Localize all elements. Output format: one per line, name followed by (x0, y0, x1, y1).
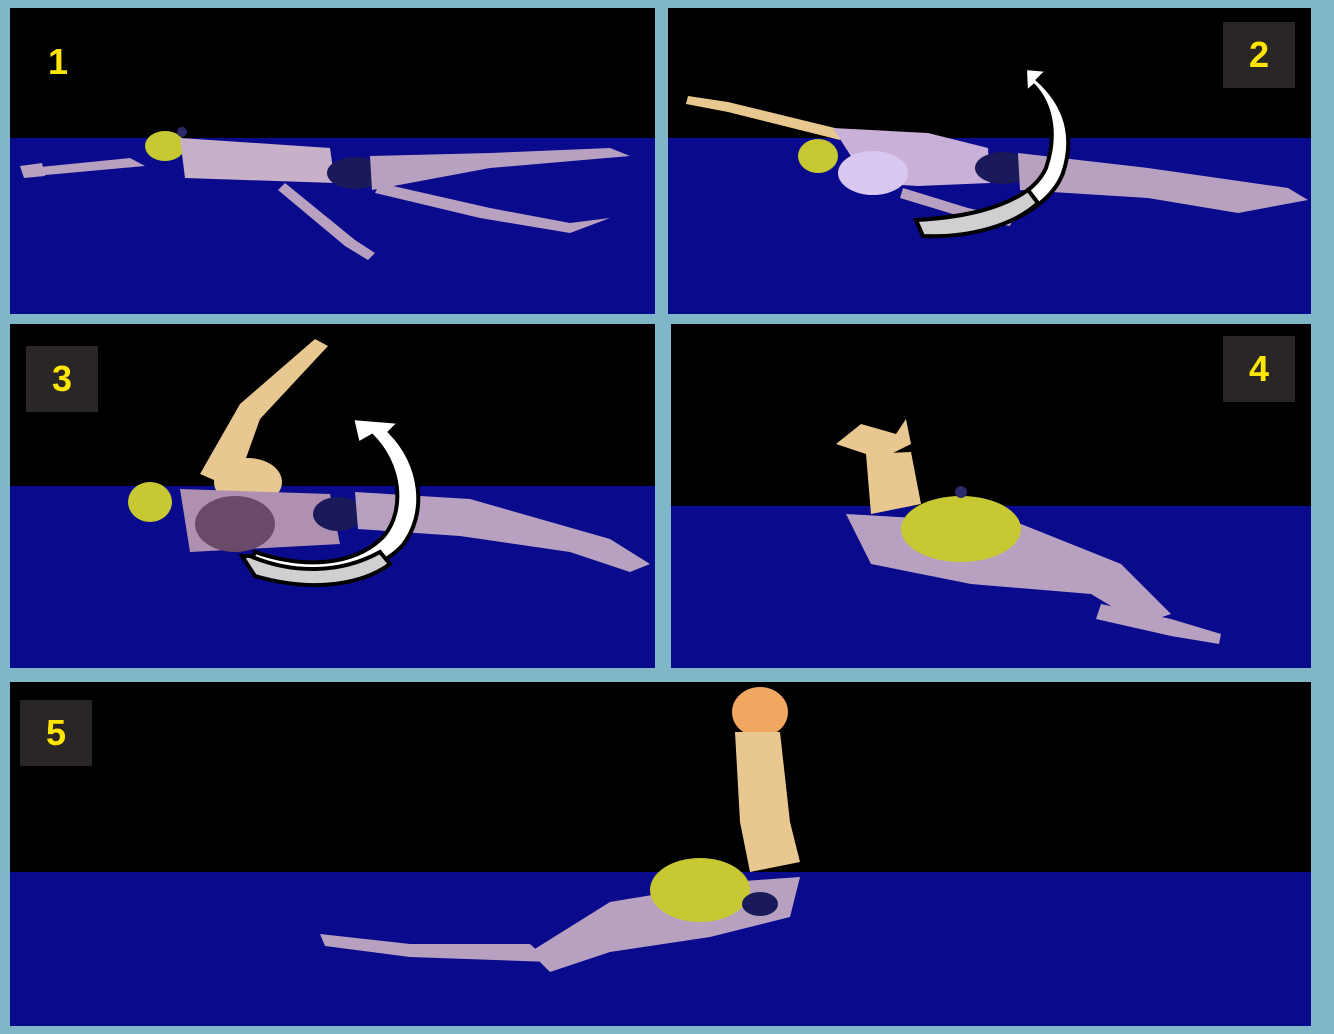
panel-4: 4 (671, 324, 1311, 668)
swimmer-frame-5 (10, 682, 1311, 1026)
panel-number-5: 5 (20, 700, 92, 766)
panel-number-2: 2 (1223, 22, 1295, 88)
panel-5: 5 (10, 682, 1311, 1026)
panel-number-4: 4 (1223, 336, 1295, 402)
swimmer-frame-1 (10, 8, 655, 314)
panel-1: 1 (10, 8, 655, 314)
swimmer-frame-2 (668, 8, 1311, 314)
panel-number-1: 1 (48, 44, 68, 80)
panel-2: 2 (668, 8, 1311, 314)
panel-3: 3 (10, 324, 655, 668)
swimmer-frame-4 (671, 324, 1311, 668)
swimmer-frame-3 (10, 324, 655, 668)
panel-number-3: 3 (26, 346, 98, 412)
